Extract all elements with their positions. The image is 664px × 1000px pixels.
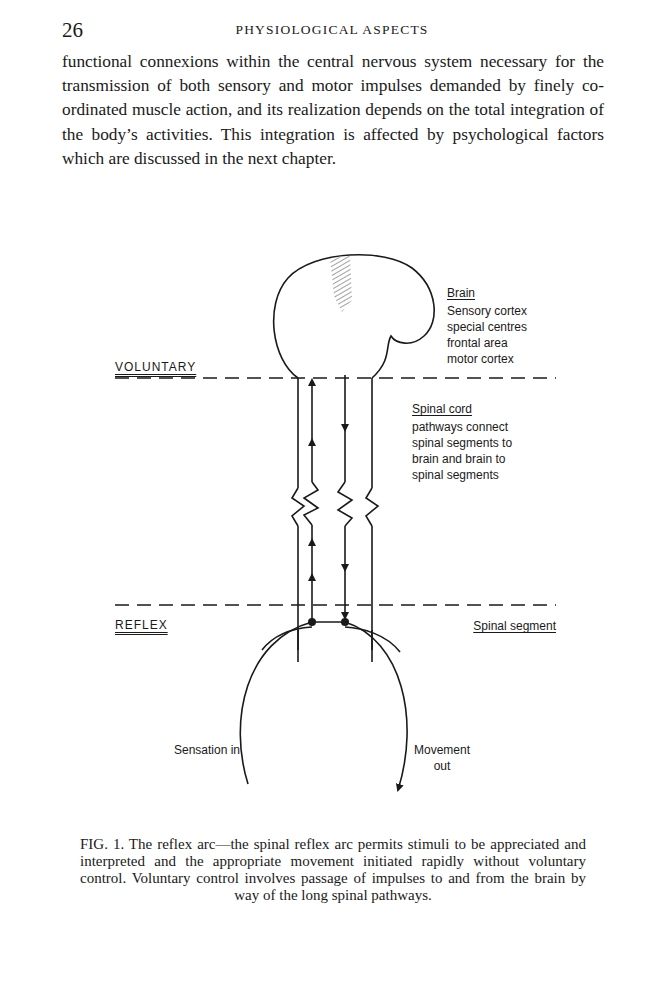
pathway-break xyxy=(304,482,318,525)
pathway-break xyxy=(338,482,352,526)
reflex-arc-inner xyxy=(262,627,312,650)
part-name: Brain xyxy=(447,285,537,301)
spinal-cord-wall xyxy=(297,378,299,488)
arc-label: Movement out xyxy=(404,742,480,774)
sensory-pathway xyxy=(311,575,313,622)
running-head: PHYSIOLOGICAL ASPECTS xyxy=(182,22,482,38)
synapse-dot xyxy=(341,618,349,626)
part-name: Spinal cord xyxy=(412,401,512,417)
reflex-arc xyxy=(240,622,407,790)
motor-pathway xyxy=(344,375,346,430)
spinal-cord-break xyxy=(292,488,304,526)
spinal-cord-wall xyxy=(371,378,373,488)
segment-tick xyxy=(297,630,299,662)
motor-pathway xyxy=(344,565,346,618)
sensory-pathway xyxy=(311,525,313,545)
brain-outline xyxy=(274,255,435,378)
part-description: pathways connect spinal segments to brai… xyxy=(412,419,514,483)
sensory-pathway xyxy=(311,440,313,482)
voluntary-level-line xyxy=(115,377,556,378)
part-description: Sensory cortex special centres frontal a… xyxy=(447,303,539,367)
part-name: Spinal segment xyxy=(440,618,556,634)
spinal-cord-break xyxy=(366,488,378,526)
level-label: VOLUNTARY xyxy=(115,360,225,374)
arc-label: Sensation in xyxy=(172,742,242,758)
sensory-pathway xyxy=(311,380,313,445)
segment-tick xyxy=(371,630,373,662)
cortex-hatching xyxy=(330,256,352,312)
body-paragraph: functional connexions within the central… xyxy=(62,50,604,171)
sensory-pathway xyxy=(311,540,313,580)
motor-pathway xyxy=(344,526,346,570)
reflex-level-line xyxy=(115,604,556,605)
page-number: 26 xyxy=(62,18,102,43)
figure-caption: FIG. 1. The reflex arc—the spinal reflex… xyxy=(80,836,586,904)
motor-pathway xyxy=(344,425,346,482)
level-label: REFLEX xyxy=(115,618,205,632)
synapse-dot xyxy=(308,618,316,626)
